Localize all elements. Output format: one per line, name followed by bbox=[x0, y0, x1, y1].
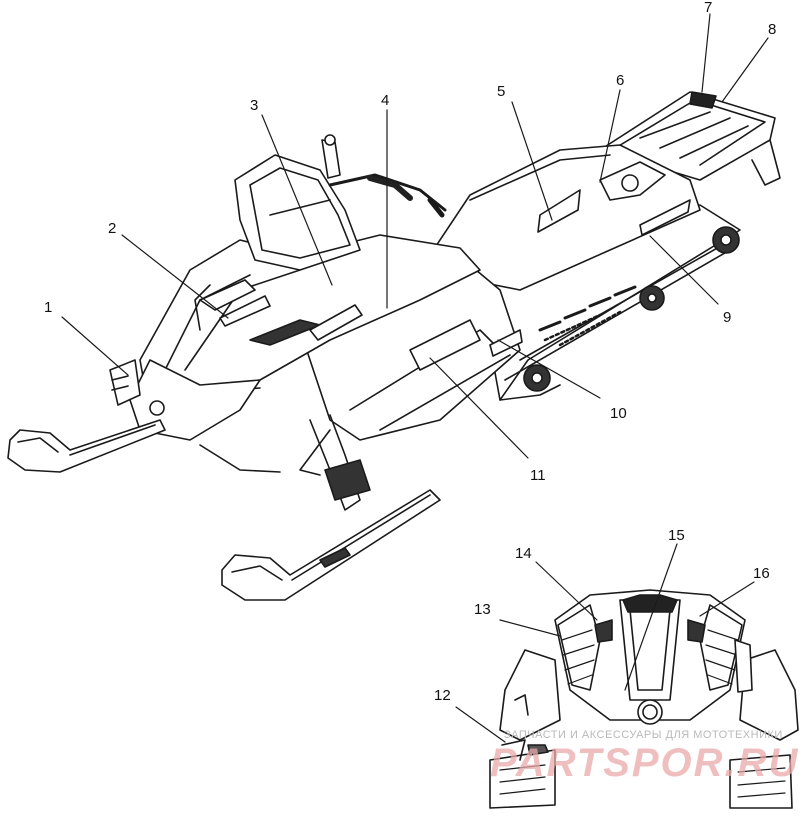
callout-3: 3 bbox=[250, 97, 258, 114]
callout-2: 2 bbox=[108, 220, 116, 237]
callout-8: 8 bbox=[768, 21, 776, 38]
watermark-logo: PARTSPOR.RU bbox=[490, 741, 799, 785]
callout-11: 11 bbox=[530, 467, 546, 484]
leader-lines bbox=[61, 13, 769, 743]
handlebar bbox=[321, 134, 447, 218]
snowmobile-main-view bbox=[7, 91, 781, 601]
idler-wheels bbox=[499, 226, 740, 401]
callout-10: 10 bbox=[610, 405, 627, 422]
watermark-tagline: ЗАПЧАСТИ И АКСЕССУАРЫ ДЛЯ МОТОТЕХНИКИ bbox=[504, 729, 783, 741]
ski-right bbox=[221, 489, 441, 601]
watermark: ЗАПЧАСТИ И АКСЕССУАРЫ ДЛЯ МОТОТЕХНИКИ PA… bbox=[490, 729, 799, 785]
callout-5: 5 bbox=[497, 83, 505, 100]
callout-16: 16 bbox=[753, 565, 770, 582]
snowmobile-front-view bbox=[489, 589, 799, 809]
callout-7: 7 bbox=[704, 0, 712, 16]
hood bbox=[139, 234, 481, 421]
callout-12: 12 bbox=[434, 687, 451, 704]
callout-4: 4 bbox=[381, 92, 389, 109]
side-panel bbox=[299, 264, 523, 441]
front-suspension bbox=[299, 414, 371, 511]
tunnel-side bbox=[479, 204, 741, 401]
callout-15: 15 bbox=[668, 527, 685, 544]
callout-labels: 1 2 3 4 5 6 7 8 9 10 11 12 13 14 15 16 bbox=[44, 0, 776, 704]
callout-13: 13 bbox=[474, 601, 491, 618]
windshield bbox=[234, 154, 361, 271]
ski-left bbox=[7, 419, 166, 473]
callout-14: 14 bbox=[515, 545, 532, 562]
seat bbox=[419, 144, 701, 291]
callout-9: 9 bbox=[723, 309, 731, 326]
callout-1: 1 bbox=[44, 299, 52, 316]
callout-6: 6 bbox=[616, 72, 624, 89]
nose bbox=[109, 359, 281, 473]
